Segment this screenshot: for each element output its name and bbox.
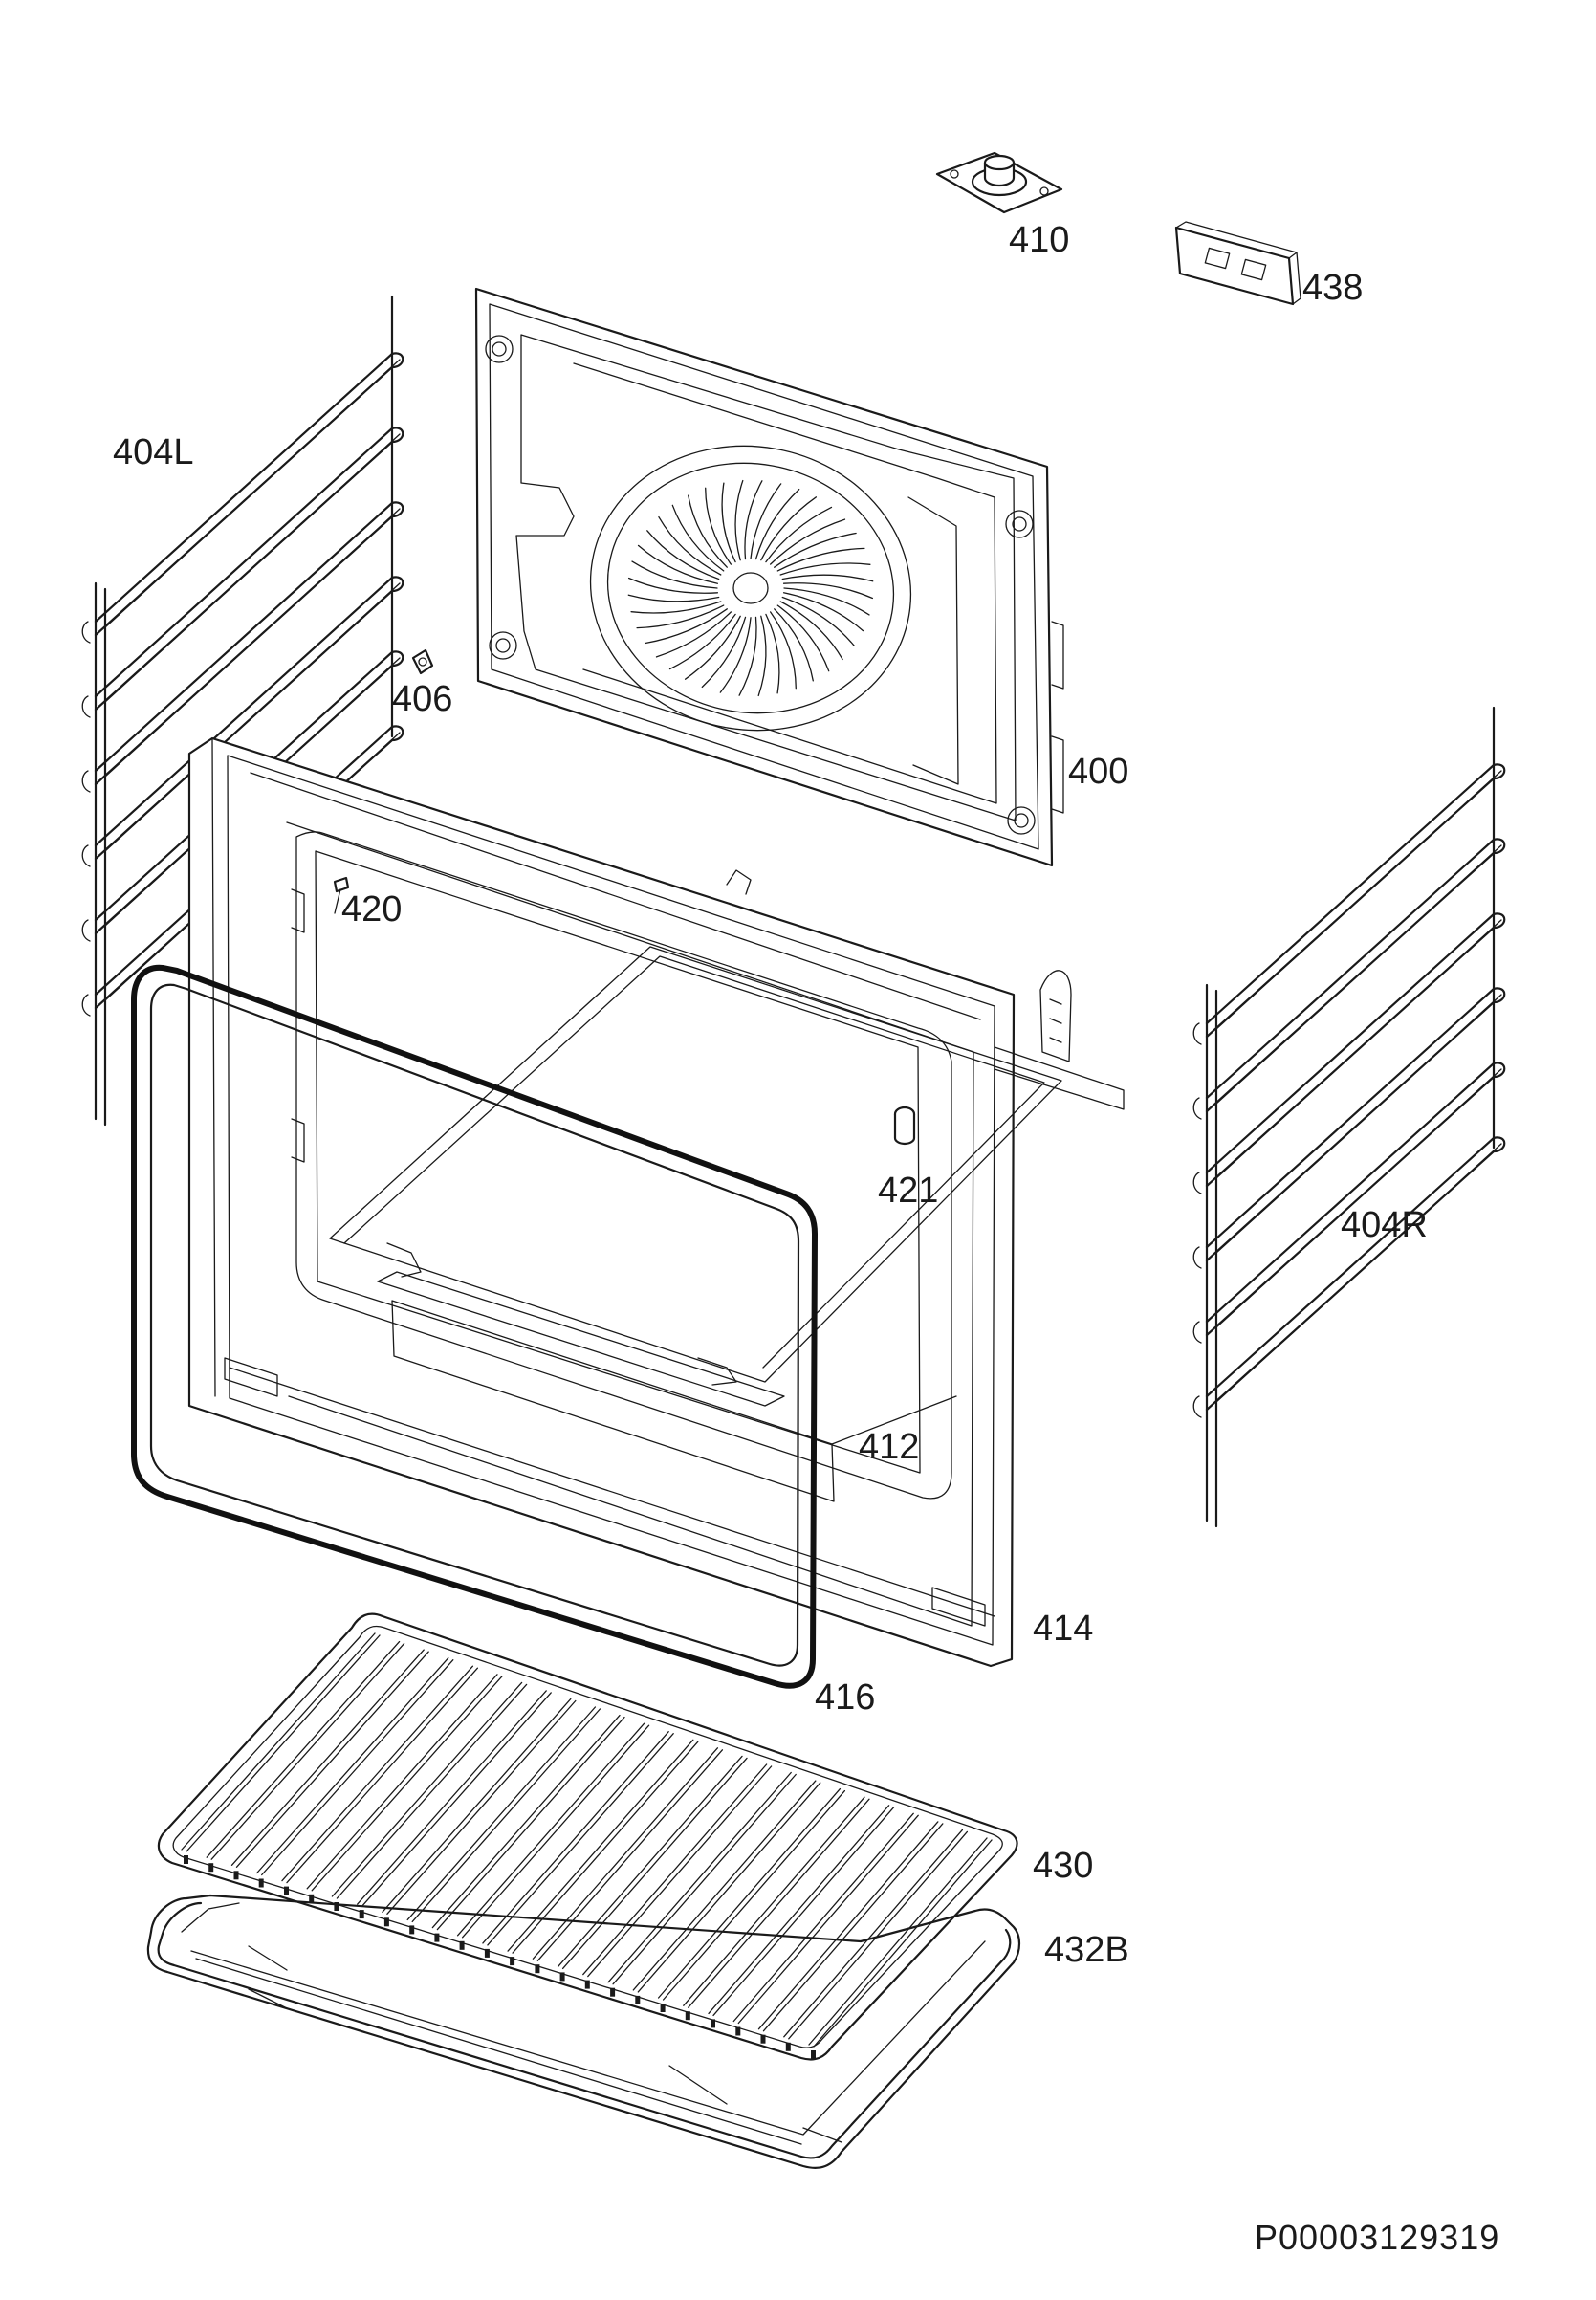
part-label-421: 421 [878, 1171, 939, 1211]
part-404L-shelf-support-left [81, 295, 404, 1127]
part-421-lamp-holder [893, 1106, 916, 1146]
part-404R-shelf-support-right [1192, 706, 1506, 1528]
part-438-bracket [1174, 221, 1301, 306]
part-label-404L: 404L [113, 432, 194, 472]
part-label-400: 400 [1068, 752, 1129, 792]
part-label-416: 416 [815, 1677, 876, 1718]
part-label-404R: 404R [1341, 1205, 1428, 1245]
part-label-430: 430 [1033, 1846, 1094, 1886]
part-label-410: 410 [1009, 220, 1070, 260]
part-label-412: 412 [859, 1427, 920, 1467]
part-412-inner-liner [391, 1300, 957, 1502]
part-430-oven-grid [157, 1612, 1018, 2061]
part-label-420: 420 [341, 889, 403, 930]
part-420-screw [333, 876, 350, 914]
part-label-432B: 432B [1044, 1930, 1129, 1970]
part-label-438: 438 [1302, 268, 1364, 308]
part-400-back-panel [474, 287, 1064, 867]
part-414-oven-cavity [187, 736, 1125, 1668]
part-410-motor-mount [935, 151, 1063, 214]
part-label-406: 406 [392, 679, 453, 719]
drawing-code: P00003129319 [1255, 2218, 1500, 2257]
part-432B-baking-tray [146, 1894, 1021, 2169]
part-label-414: 414 [1033, 1609, 1094, 1649]
part-416-door-seal [131, 964, 818, 1689]
part-406-clip [411, 648, 434, 675]
